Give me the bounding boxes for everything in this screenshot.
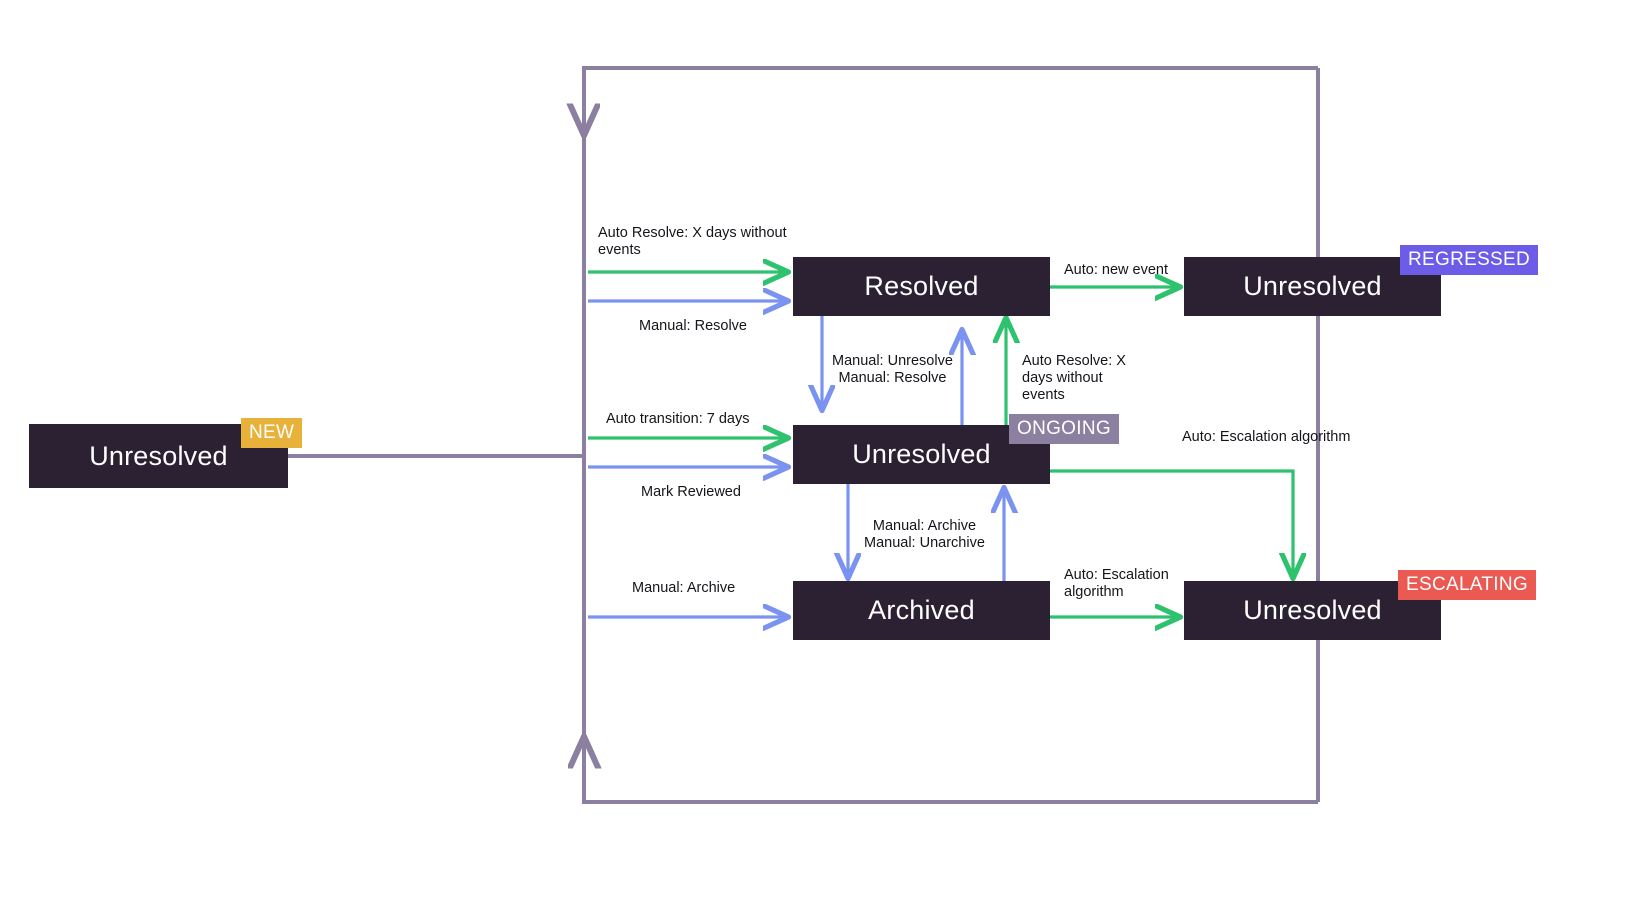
badge-new: NEW — [241, 418, 303, 448]
node-label-unresolved-ongoing: Unresolved — [852, 439, 991, 469]
node-label-unresolved-regressed: Unresolved — [1243, 271, 1382, 301]
edge-label-auto-transition-7-days: Auto transition: 7 days — [606, 411, 750, 427]
edge-label-manual-resolve: Manual: Resolve — [639, 318, 747, 334]
node-resolved[interactable]: Resolved — [793, 257, 1050, 316]
edge-label-auto-resolve-days-1: Auto Resolve: X days without events — [598, 225, 787, 258]
node-label-archived: Archived — [868, 595, 975, 625]
edge-auto-escalation-ongoing — [1050, 469, 1293, 576]
edge-label-mark-reviewed: Mark Reviewed — [641, 484, 741, 500]
node-unresolved-ongoing[interactable]: Unresolved — [793, 425, 1050, 484]
node-label-unresolved-escalating: Unresolved — [1243, 595, 1382, 625]
edge-label-auto-escalation-top: Auto: Escalation algorithm — [1182, 429, 1351, 445]
edge-label-manual-archive-left: Manual: Archive — [632, 580, 736, 596]
edge-label-manual-unresolve-resolve: Manual: Unresolve Manual: Resolve — [832, 353, 953, 386]
node-label-resolved: Resolved — [864, 271, 979, 301]
edge-label-manual-archive-unarchive: Manual: Archive Manual: Unarchive — [864, 518, 985, 551]
edge-label-auto-resolve-days-2: Auto Resolve: X days without events — [1022, 353, 1126, 403]
badge-escalating: ESCALATING — [1398, 570, 1536, 600]
edge-loop-top — [584, 66, 1318, 130]
edge-loop-bottom — [584, 742, 1318, 804]
edge-label-auto-new-event: Auto: new event — [1064, 262, 1168, 278]
badge-ongoing: ONGOING — [1009, 414, 1119, 444]
edge-label-auto-escalation-bottom: Auto: Escalation algorithm — [1064, 567, 1169, 600]
node-label-unresolved-new: Unresolved — [89, 440, 228, 471]
node-archived[interactable]: Archived — [793, 581, 1050, 640]
badge-regressed: REGRESSED — [1400, 245, 1539, 275]
node-unresolved-regressed[interactable]: Unresolved — [1184, 257, 1441, 316]
